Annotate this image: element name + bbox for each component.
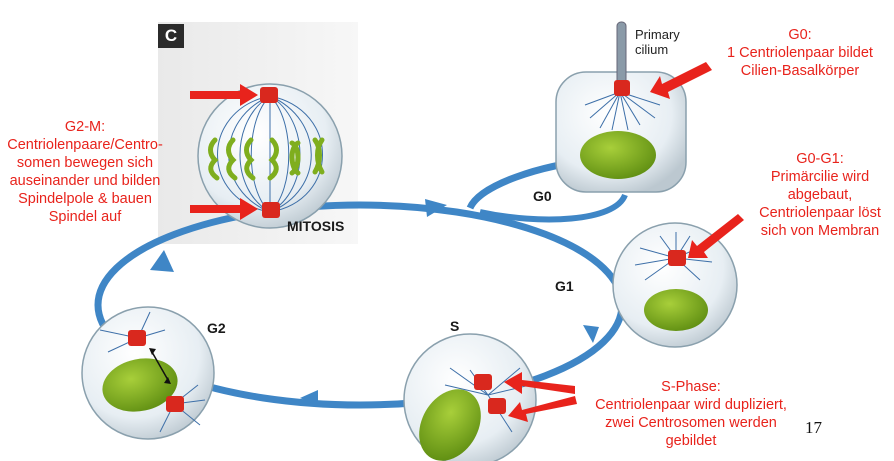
g0-nucleus xyxy=(580,131,656,179)
pointer-arrow-g0 xyxy=(650,62,712,99)
pointer-arrows xyxy=(190,62,744,422)
g2-centrosome-2 xyxy=(166,396,184,412)
s-centrosome-1 xyxy=(474,374,492,390)
g1-cell xyxy=(612,222,738,348)
g1-centriole-pair xyxy=(668,250,686,266)
basal-body xyxy=(614,80,630,96)
s-centrosome-2 xyxy=(488,398,506,414)
annotation-g0-g1: G0-G1: Primärcilie wird abgebaut, Centri… xyxy=(759,151,881,239)
panel-label: C xyxy=(158,24,184,48)
cycle-arrowhead-g2-m xyxy=(150,250,174,272)
g0-exit-arrow xyxy=(479,193,628,223)
g2-cell xyxy=(81,306,215,440)
s-nucleus xyxy=(419,389,481,461)
phase-label-g1: G1 xyxy=(555,278,574,294)
primary-cilium xyxy=(616,21,627,85)
phase-label-mitosis: MITOSIS xyxy=(287,218,345,234)
g2-nucleus xyxy=(102,358,178,412)
cycle-arrowhead-m-g1 xyxy=(425,199,447,217)
centriole-bottom xyxy=(262,202,280,218)
pointer-arrow-mitosis-top xyxy=(190,84,258,106)
primary-cilium-label: Primary cilium xyxy=(635,27,680,57)
separation-arrow xyxy=(151,351,169,381)
annotation-s-phase: S-Phase: Centriolenpaar wird dupliziert,… xyxy=(595,379,787,449)
pointer-arrow-s-lower xyxy=(508,396,577,422)
g0-ciliated-cell xyxy=(555,21,687,193)
chromosomes xyxy=(208,137,325,181)
g2-centrosome-1 xyxy=(128,330,146,346)
annotation-g2-m: G2-M: Centriolenpaare/Centro- somen bewe… xyxy=(7,119,163,225)
centriole-top xyxy=(260,87,278,103)
phase-label-s: S xyxy=(450,318,460,334)
page-number: 17 xyxy=(805,418,822,437)
cycle-arrowhead-s-g2 xyxy=(300,390,318,406)
cycle-arrowhead-g1-s xyxy=(583,325,599,343)
pointer-arrow-g1 xyxy=(688,214,744,258)
mitosis-cell xyxy=(197,83,343,229)
s-phase-cell xyxy=(403,333,537,461)
pointer-arrow-s-upper xyxy=(504,372,575,394)
phase-label-g2: G2 xyxy=(207,320,226,336)
pointer-arrow-mitosis-bottom xyxy=(190,198,258,220)
g1-nucleus xyxy=(644,289,708,331)
phase-label-g0: G0 xyxy=(533,188,552,204)
annotation-g0: G0: 1 Centriolenpaar bildet Cilien-Basal… xyxy=(727,27,873,79)
